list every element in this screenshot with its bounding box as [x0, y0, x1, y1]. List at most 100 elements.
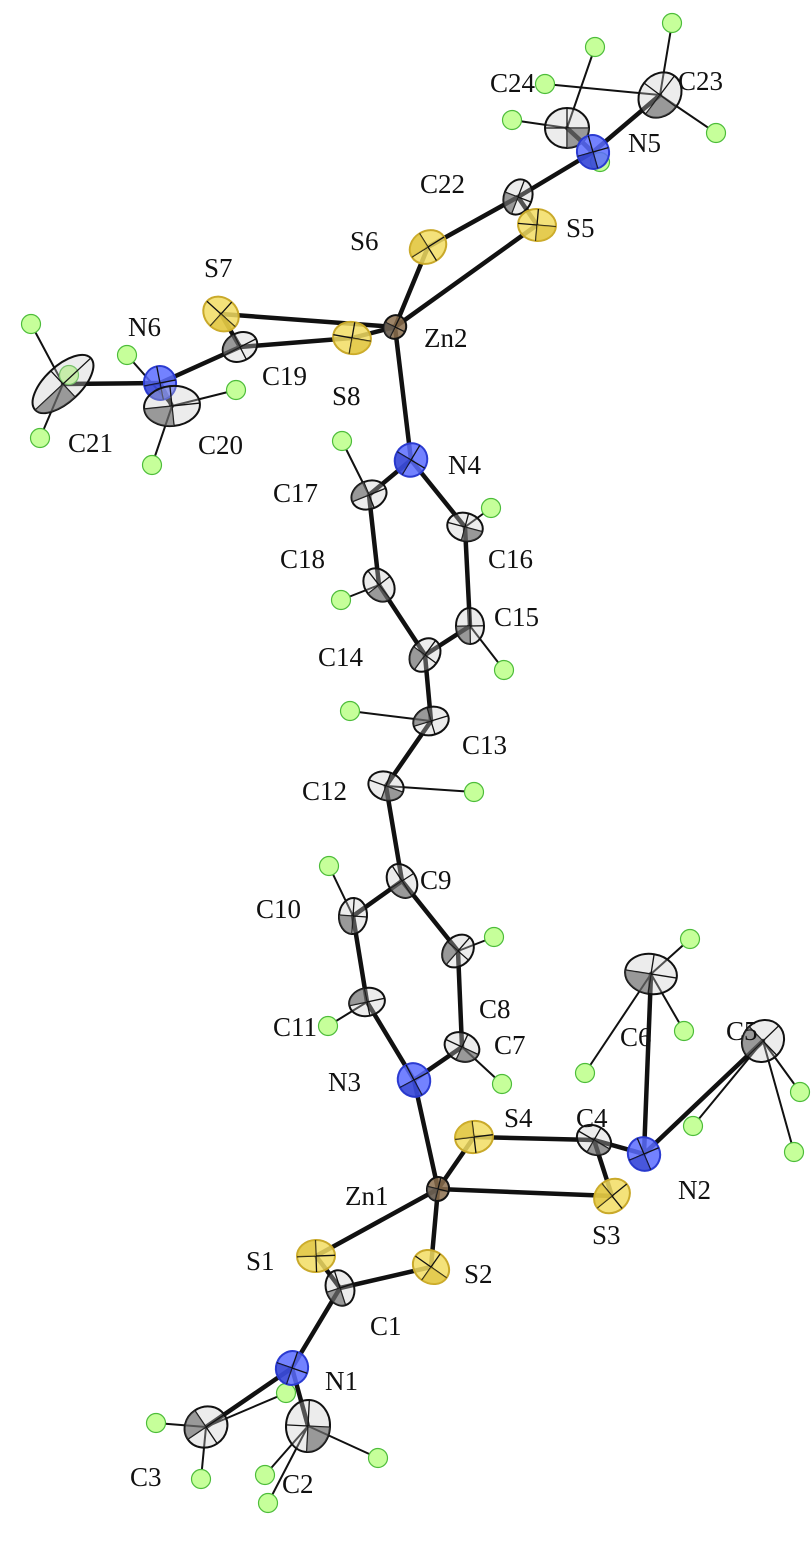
atom-label-S4: S4: [504, 1103, 533, 1133]
atom-label-C14: C14: [318, 642, 364, 672]
atom-S6: [403, 223, 452, 270]
hydrogen-atom-C3-28: [277, 1384, 296, 1403]
bond-N2-C6: [644, 974, 651, 1154]
hydrogen-atom-C20-10: [227, 381, 246, 400]
atom-C6: [622, 950, 680, 998]
hydrogen-atom-C24-1: [586, 38, 605, 57]
hydrogen-atom-C23-4: [707, 124, 726, 143]
bond-S7-Zn2: [221, 314, 395, 327]
atom-S4: [453, 1119, 495, 1155]
atom-label-S1: S1: [246, 1246, 275, 1276]
atom-label-C3: C3: [130, 1462, 162, 1492]
atom-C10: [338, 897, 368, 935]
atom-label-C20: C20: [198, 430, 243, 460]
atom-label-N3: N3: [328, 1067, 361, 1097]
hydrogen-atom-C23-5: [536, 75, 555, 94]
atom-label-C22: C22: [420, 169, 465, 199]
atom-octant-C15: [456, 626, 470, 644]
atom-label-C10: C10: [256, 894, 301, 924]
hydrogen-atom-C7-21: [493, 1075, 512, 1094]
atom-label-C16: C16: [488, 544, 533, 574]
atom-C18: [357, 562, 401, 608]
atom-C3: [177, 1398, 236, 1456]
atom-label-C12: C12: [302, 776, 347, 806]
atom-label-C7: C7: [494, 1030, 526, 1060]
hydrogen-atom-C17-12: [333, 432, 352, 451]
hydrogen-atom-C10-18: [320, 857, 339, 876]
atom-S2: [406, 1243, 455, 1291]
atom-C15: [456, 608, 485, 644]
hydrogen-atom-C20-9: [118, 346, 137, 365]
hydrogen-atom-C24-0: [503, 111, 522, 130]
hydrogen-atom-C23-3: [663, 14, 682, 33]
atom-N3: [392, 1057, 436, 1102]
hydrogen-atom-C15-15: [495, 661, 514, 680]
atom-label-C24: C24: [490, 68, 536, 98]
atom-label-N4: N4: [448, 450, 481, 480]
atom-label-N5: N5: [628, 128, 661, 158]
atom-label-C17: C17: [273, 478, 318, 508]
atom-C12: [364, 767, 407, 806]
hydrogen-atom-C21-7: [31, 429, 50, 448]
atom-label-S2: S2: [464, 1259, 493, 1289]
atom-label-C11: C11: [273, 1012, 317, 1042]
atom-label-S8: S8: [332, 381, 361, 411]
atom-S3: [587, 1172, 637, 1221]
hydrogen-atom-C20-11: [143, 456, 162, 475]
atom-label-C6: C6: [620, 1022, 652, 1052]
atom-label-C9: C9: [420, 865, 452, 895]
bonds-layer: [63, 95, 763, 1427]
hydrogen-atom-C6-23: [675, 1022, 694, 1041]
atom-label-Zn1: Zn1: [345, 1181, 389, 1211]
hydrogen-atom-C8-19: [485, 928, 504, 947]
hydrogen-atom-C21-6: [22, 315, 41, 334]
atom-label-Zn2: Zn2: [424, 323, 468, 353]
hydrogen-atom-C18-14: [332, 591, 351, 610]
hydrogen-atom-C16-13: [482, 499, 501, 518]
bond-N2-C5: [644, 1041, 763, 1154]
atom-label-N2: N2: [678, 1175, 711, 1205]
atom-label-C5: C5: [726, 1016, 758, 1046]
atom-label-C18: C18: [280, 544, 325, 574]
atom-C19: [218, 326, 263, 367]
atom-C13: [410, 702, 453, 739]
atoms-layer: [23, 64, 793, 1456]
atom-label-C13: C13: [462, 730, 507, 760]
atom-label-S6: S6: [350, 226, 379, 256]
atom-label-S3: S3: [592, 1220, 621, 1250]
atom-label-S5: S5: [566, 213, 595, 243]
hydrogen-atom-C2-32: [259, 1494, 278, 1513]
atom-C2: [285, 1399, 332, 1453]
atom-C14: [403, 632, 447, 678]
hydrogen-atom-C5-25: [791, 1083, 810, 1102]
atom-C11: [346, 985, 387, 1020]
hydrogen-atom-C3-30: [192, 1470, 211, 1489]
atom-label-N1: N1: [325, 1366, 358, 1396]
hydrogen-atom-C13-16: [341, 702, 360, 721]
hydrogen-atom-C11-20: [319, 1017, 338, 1036]
hydrogen-atom-C12-17: [465, 783, 484, 802]
bond-Zn2-N4: [395, 327, 411, 460]
hydrogen-atom-C5-27: [684, 1117, 703, 1136]
atom-S7: [196, 289, 246, 338]
hydrogen-atom-C6-22: [576, 1064, 595, 1083]
atom-label-S7: S7: [204, 253, 233, 283]
atom-label-C4: C4: [576, 1103, 608, 1133]
atom-label-C1: C1: [370, 1311, 402, 1341]
atom-C16: [444, 509, 486, 545]
atom-label-C19: C19: [262, 361, 307, 391]
atom-N1: [271, 1347, 312, 1390]
bond-Zn1-S3: [438, 1189, 612, 1196]
atom-label-C21: C21: [68, 428, 113, 458]
atom-label-C2: C2: [282, 1469, 314, 1499]
hydrogen-atom-C2-33: [256, 1466, 275, 1485]
atom-Zn2: [380, 311, 410, 342]
atom-label-C15: C15: [494, 602, 539, 632]
atom-label-C23: C23: [678, 66, 723, 96]
hydrogen-atom-C6-24: [681, 930, 700, 949]
atom-S1: [296, 1239, 335, 1272]
hydrogen-atom-C2-31: [369, 1449, 388, 1468]
atom-label-N6: N6: [128, 312, 161, 342]
